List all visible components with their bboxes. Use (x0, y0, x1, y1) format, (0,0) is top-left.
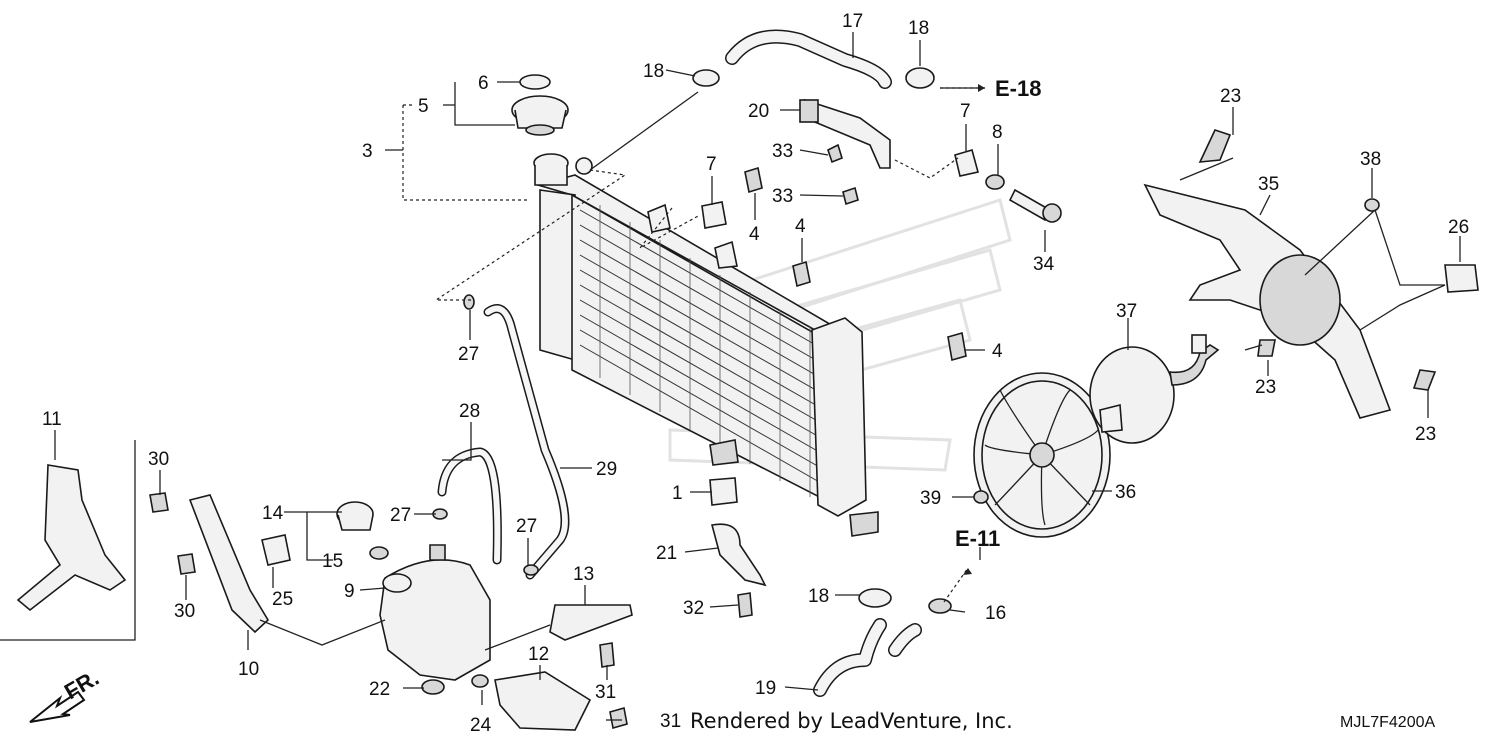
clip-nut (744, 166, 967, 362)
callout-24: 24 (470, 715, 492, 736)
diagram-code: MJL7F4200A (1340, 714, 1436, 731)
callout-12: 12 (528, 644, 549, 665)
callout-27-c: 27 (516, 516, 537, 537)
callout-29: 29 (596, 459, 617, 480)
lower-hose (813, 618, 922, 697)
callout-28: 28 (459, 401, 480, 422)
fan-motor (1089, 334, 1220, 444)
callout-9: 9 (344, 581, 355, 602)
tank-bracket (149, 492, 291, 634)
upper-hose (725, 29, 892, 89)
callout-38: 38 (1360, 149, 1381, 170)
grommet (701, 149, 1062, 229)
callout-23-b: 23 (1255, 377, 1276, 398)
breather-tube-28 (437, 447, 502, 565)
fan-shroud (1143, 129, 1479, 419)
callout-7-a: 7 (706, 154, 717, 175)
overflow-hose-29 (483, 304, 570, 580)
reserve-tank-cover (494, 604, 633, 731)
callout-18-b: 18 (908, 18, 929, 39)
callout-33-a: 33 (772, 141, 793, 162)
front-direction-arrow: FR. (29, 665, 103, 723)
callout-6: 6 (478, 73, 489, 94)
callout-33-b: 33 (772, 186, 793, 207)
callout-16: 16 (985, 603, 1006, 624)
reserve-tank (336, 501, 491, 695)
callout-4-b: 4 (795, 216, 806, 237)
callout-8: 8 (992, 122, 1003, 143)
small-clamp (432, 294, 952, 614)
leader-lines (54, 32, 1461, 721)
callout-22: 22 (369, 679, 390, 700)
callout-4-a: 4 (749, 224, 760, 245)
hose-clamp (692, 67, 935, 608)
callout-10: 10 (238, 659, 259, 680)
callout-31-b: 31 (660, 711, 681, 732)
left-bracket (16, 464, 127, 612)
callout-13: 13 (573, 564, 594, 585)
callout-36: 36 (1115, 482, 1136, 503)
fan-nut (973, 490, 989, 504)
callout-5: 5 (418, 96, 429, 117)
callout-23-a: 23 (1220, 86, 1241, 107)
callout-7-b: 7 (960, 101, 971, 122)
callout-1: 1 (672, 483, 683, 504)
radiator (533, 153, 879, 537)
callout-27-b: 27 (390, 505, 411, 526)
callout-20: 20 (748, 101, 769, 122)
callout-39: 39 (920, 488, 941, 509)
callout-37: 37 (1116, 301, 1137, 322)
callout-31-a: 31 (595, 682, 616, 703)
radiator-cap (511, 95, 569, 136)
render-credit: Rendered by LeadVenture, Inc. (688, 709, 1015, 733)
callout-15: 15 (322, 551, 343, 572)
callout-34: 34 (1033, 254, 1055, 275)
cap-seal-ring (519, 74, 551, 90)
reference-e18: E-18 (995, 76, 1041, 101)
callout-18-c: 18 (808, 586, 829, 607)
upper-bracket (799, 98, 891, 206)
lower-mount (709, 477, 767, 618)
callout-27-a: 27 (458, 344, 479, 365)
callout-23-c: 23 (1415, 424, 1436, 445)
callout-14: 14 (262, 503, 284, 524)
bracket-frame-line (0, 440, 136, 641)
callout-26: 26 (1448, 217, 1469, 238)
callout-30-b: 30 (174, 601, 195, 622)
callout-17: 17 (842, 11, 863, 32)
callout-3: 3 (362, 141, 373, 162)
callout-11: 11 (42, 409, 62, 430)
callout-4-c: 4 (992, 341, 1003, 362)
callout-32: 32 (683, 598, 704, 619)
callout-35: 35 (1258, 174, 1279, 195)
callout-21: 21 (656, 543, 677, 564)
callout-numbers: 1 3 4 4 4 5 6 7 7 8 9 10 11 12 13 14 15 … (42, 11, 1469, 736)
front-direction-label: FR. (60, 665, 103, 704)
callout-30-a: 30 (148, 449, 169, 470)
callout-19: 19 (755, 678, 776, 699)
reference-e11: E-11 (955, 526, 1000, 551)
callout-18-a: 18 (643, 61, 664, 82)
callout-25: 25 (272, 589, 293, 610)
cooling-fan (973, 372, 1111, 538)
